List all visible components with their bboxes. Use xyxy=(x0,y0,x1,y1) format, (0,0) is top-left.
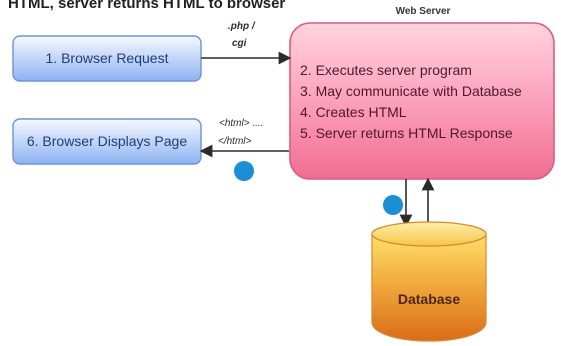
browser-request-box: 1. Browser Request xyxy=(12,35,202,82)
server-step-4: 4. Creates HTML xyxy=(300,104,407,120)
server-step-3: 3. May communicate with Database xyxy=(300,83,522,99)
html-response-label-top: <html> .... xyxy=(219,118,263,129)
database-cylinder: Database xyxy=(371,221,487,342)
browser-displays-label: 6. Browser Displays Page xyxy=(27,133,188,149)
browser-displays-box: 6. Browser Displays Page xyxy=(12,118,202,165)
web-server-title: Web Server xyxy=(396,6,451,17)
request-type-label-bottom: cgi xyxy=(232,38,247,49)
request-type-label-top: .php / xyxy=(228,21,256,32)
database-label: Database xyxy=(398,291,460,307)
page-caption: HTML, server returns HTML to browser xyxy=(8,0,285,12)
html-response-label-bottom: </html> xyxy=(218,136,252,147)
server-step-2: 2. Executes server program xyxy=(300,62,472,78)
server-step-5: 5. Server returns HTML Response xyxy=(300,125,513,141)
response-badge xyxy=(234,161,254,181)
database-badge xyxy=(383,195,403,215)
browser-request-label: 1. Browser Request xyxy=(46,50,169,66)
web-server-box: 2. Executes server program 3. May commun… xyxy=(289,22,555,180)
